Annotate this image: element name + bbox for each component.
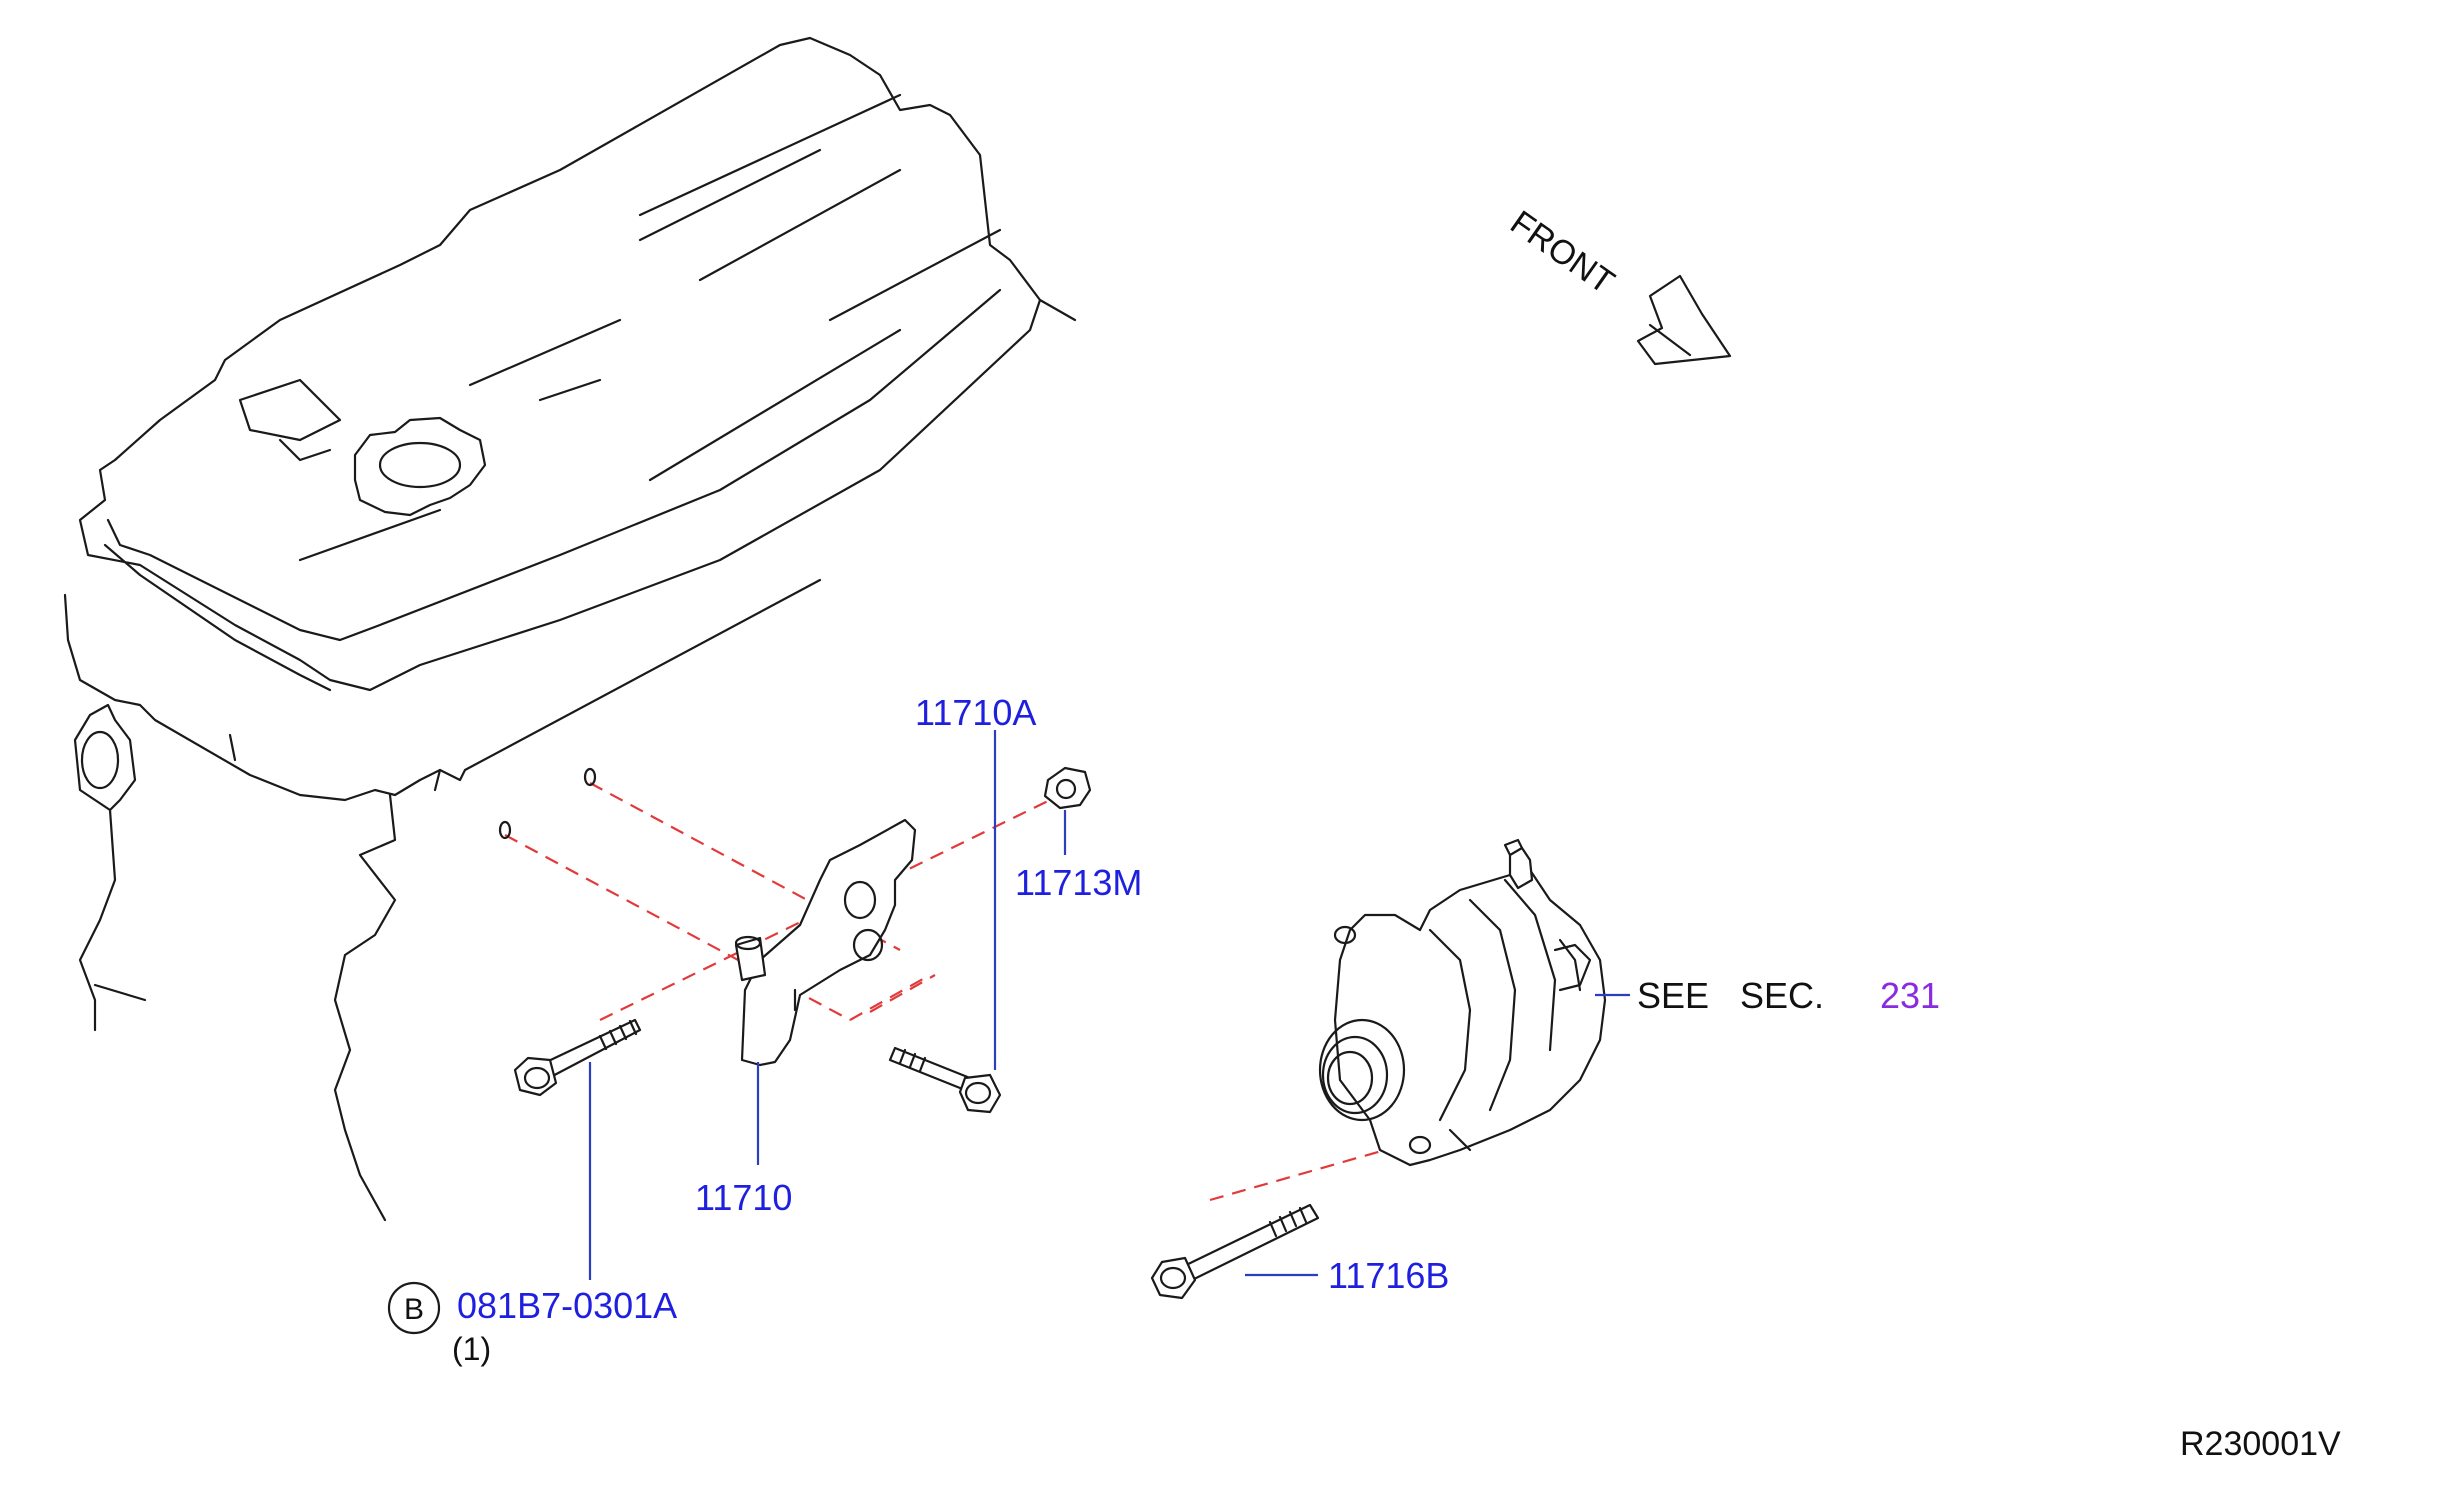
- part-label-11710a[interactable]: 11710A: [915, 692, 1036, 733]
- alternator-drawing: [1318, 838, 1607, 1167]
- leader-lines: [588, 730, 1630, 1280]
- section-link-231[interactable]: 231: [1880, 975, 1940, 1016]
- part-label-081b7-0301a[interactable]: 081B7-0301A: [457, 1285, 677, 1326]
- front-arrow-icon: FRONT: [1503, 203, 1732, 366]
- diagram-code: R230001V: [2180, 1425, 2341, 1463]
- quantity-label: (1): [452, 1331, 491, 1367]
- bolt-drawing-11716b: [1150, 1203, 1320, 1300]
- part-label-11716b[interactable]: 11716B: [1328, 1255, 1449, 1296]
- nut-drawing: [1043, 766, 1092, 810]
- engine-block-drawing: [63, 36, 1077, 1222]
- part-label-11710[interactable]: 11710: [695, 1177, 792, 1218]
- bolt-drawing-11710a: [888, 1046, 1002, 1114]
- bolt-drawing: [513, 1018, 642, 1097]
- b-circle-badge: B: [387, 1281, 441, 1335]
- see-label: SEE: [1637, 975, 1709, 1016]
- part-label-11713m[interactable]: 11713M: [1015, 862, 1142, 903]
- b-circle-letter: B: [404, 1293, 424, 1326]
- centerlines: [498, 767, 1421, 1202]
- bracket-drawing: [734, 818, 917, 1067]
- front-label: FRONT: [1503, 203, 1621, 301]
- part-labels: 11710A 11713M 11710 11716B 081B7-0301A (…: [387, 692, 1940, 1367]
- sec-label: SEC.: [1740, 975, 1824, 1016]
